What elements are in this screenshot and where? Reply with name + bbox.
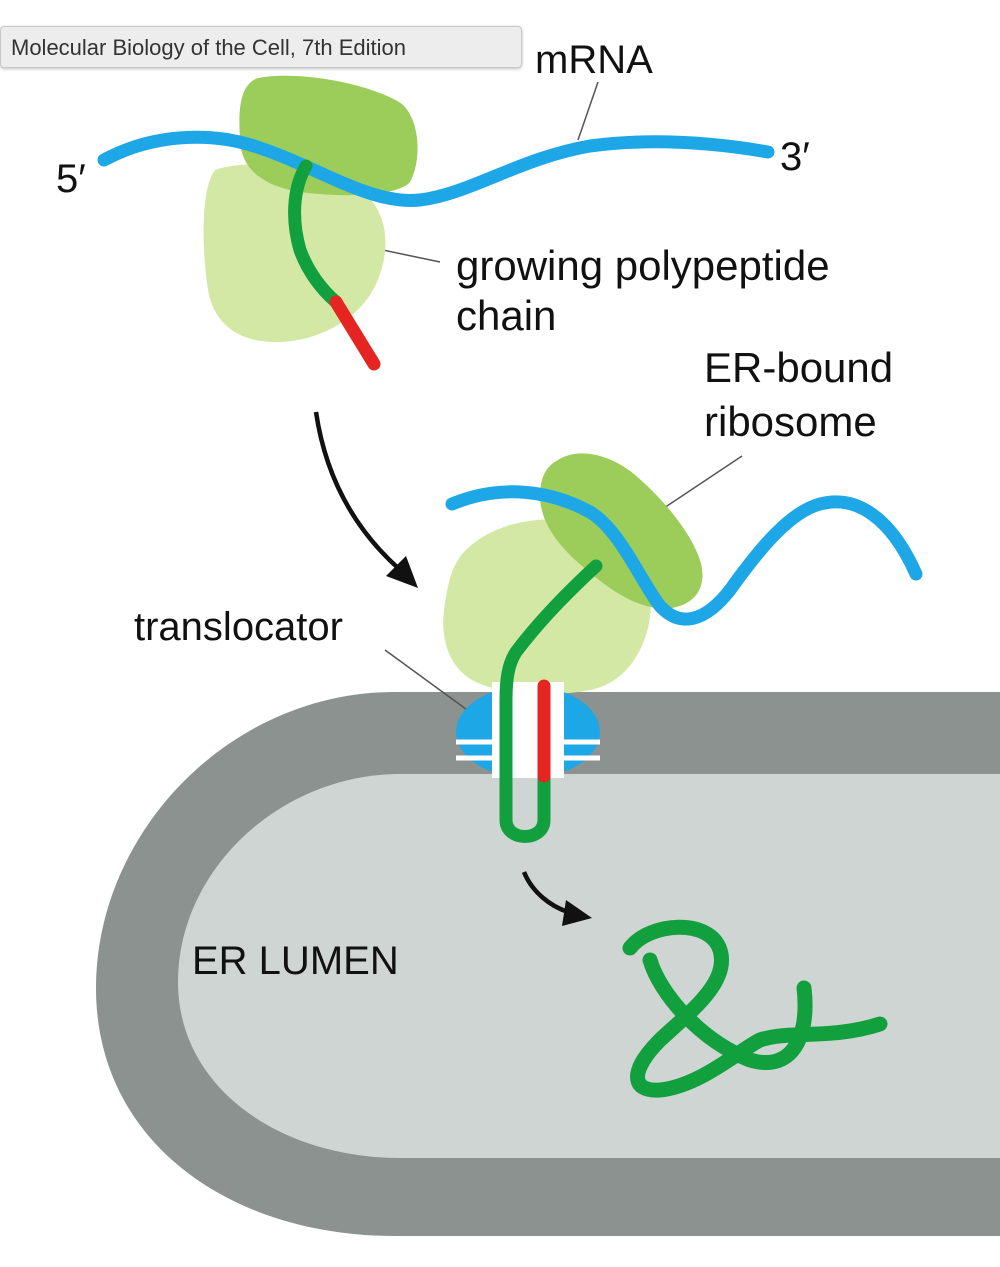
er-ribosome-label-line1: ER-bound — [704, 344, 893, 391]
mrna-label: mRNA — [535, 38, 653, 82]
er-lumen — [178, 774, 1000, 1158]
polypeptide-chain-bound — [499, 559, 603, 843]
polypeptide-label-line1: growing polypeptide — [456, 242, 830, 289]
er-lumen-label: ER LUMEN — [192, 939, 399, 983]
mrna-strand-top — [97, 130, 775, 207]
folding-arrow-head — [562, 900, 592, 926]
mrna-leader-line — [577, 81, 599, 141]
tooltip: Molecular Biology of the Cell, 7th Editi… — [0, 26, 522, 68]
folded-protein-strand — [622, 919, 888, 1098]
mrna-strand-bound — [445, 485, 923, 626]
ribosome-large-subunit — [239, 75, 418, 196]
process-arrows — [313, 411, 592, 926]
free-ribosome — [97, 75, 775, 371]
folded-protein-loop — [642, 952, 813, 1070]
translocator-label: translocator — [134, 605, 343, 649]
folded-protein — [622, 919, 888, 1098]
polypeptide-label-line2: chain — [456, 292, 556, 339]
binding-arrow-head — [386, 556, 418, 588]
bound-ribosome-large-subunit — [540, 453, 703, 609]
binding-arrow — [313, 411, 400, 570]
er-compartment — [96, 692, 1000, 1236]
er-ribosome-label-line2: ribosome — [704, 398, 877, 445]
ribosome-leader-line — [657, 455, 743, 513]
labels: mRNA 5′ 3′ growing polypeptide chain ER-… — [56, 38, 893, 983]
signal-sequence-top — [329, 295, 381, 371]
five-prime-label: 5′ — [56, 157, 86, 201]
polypeptide-chain-top — [288, 159, 343, 309]
translocating-polypeptide — [499, 559, 603, 843]
three-prime-label: 3′ — [780, 135, 810, 179]
translocator-leader-line — [384, 649, 471, 713]
folding-arrow — [521, 871, 569, 915]
